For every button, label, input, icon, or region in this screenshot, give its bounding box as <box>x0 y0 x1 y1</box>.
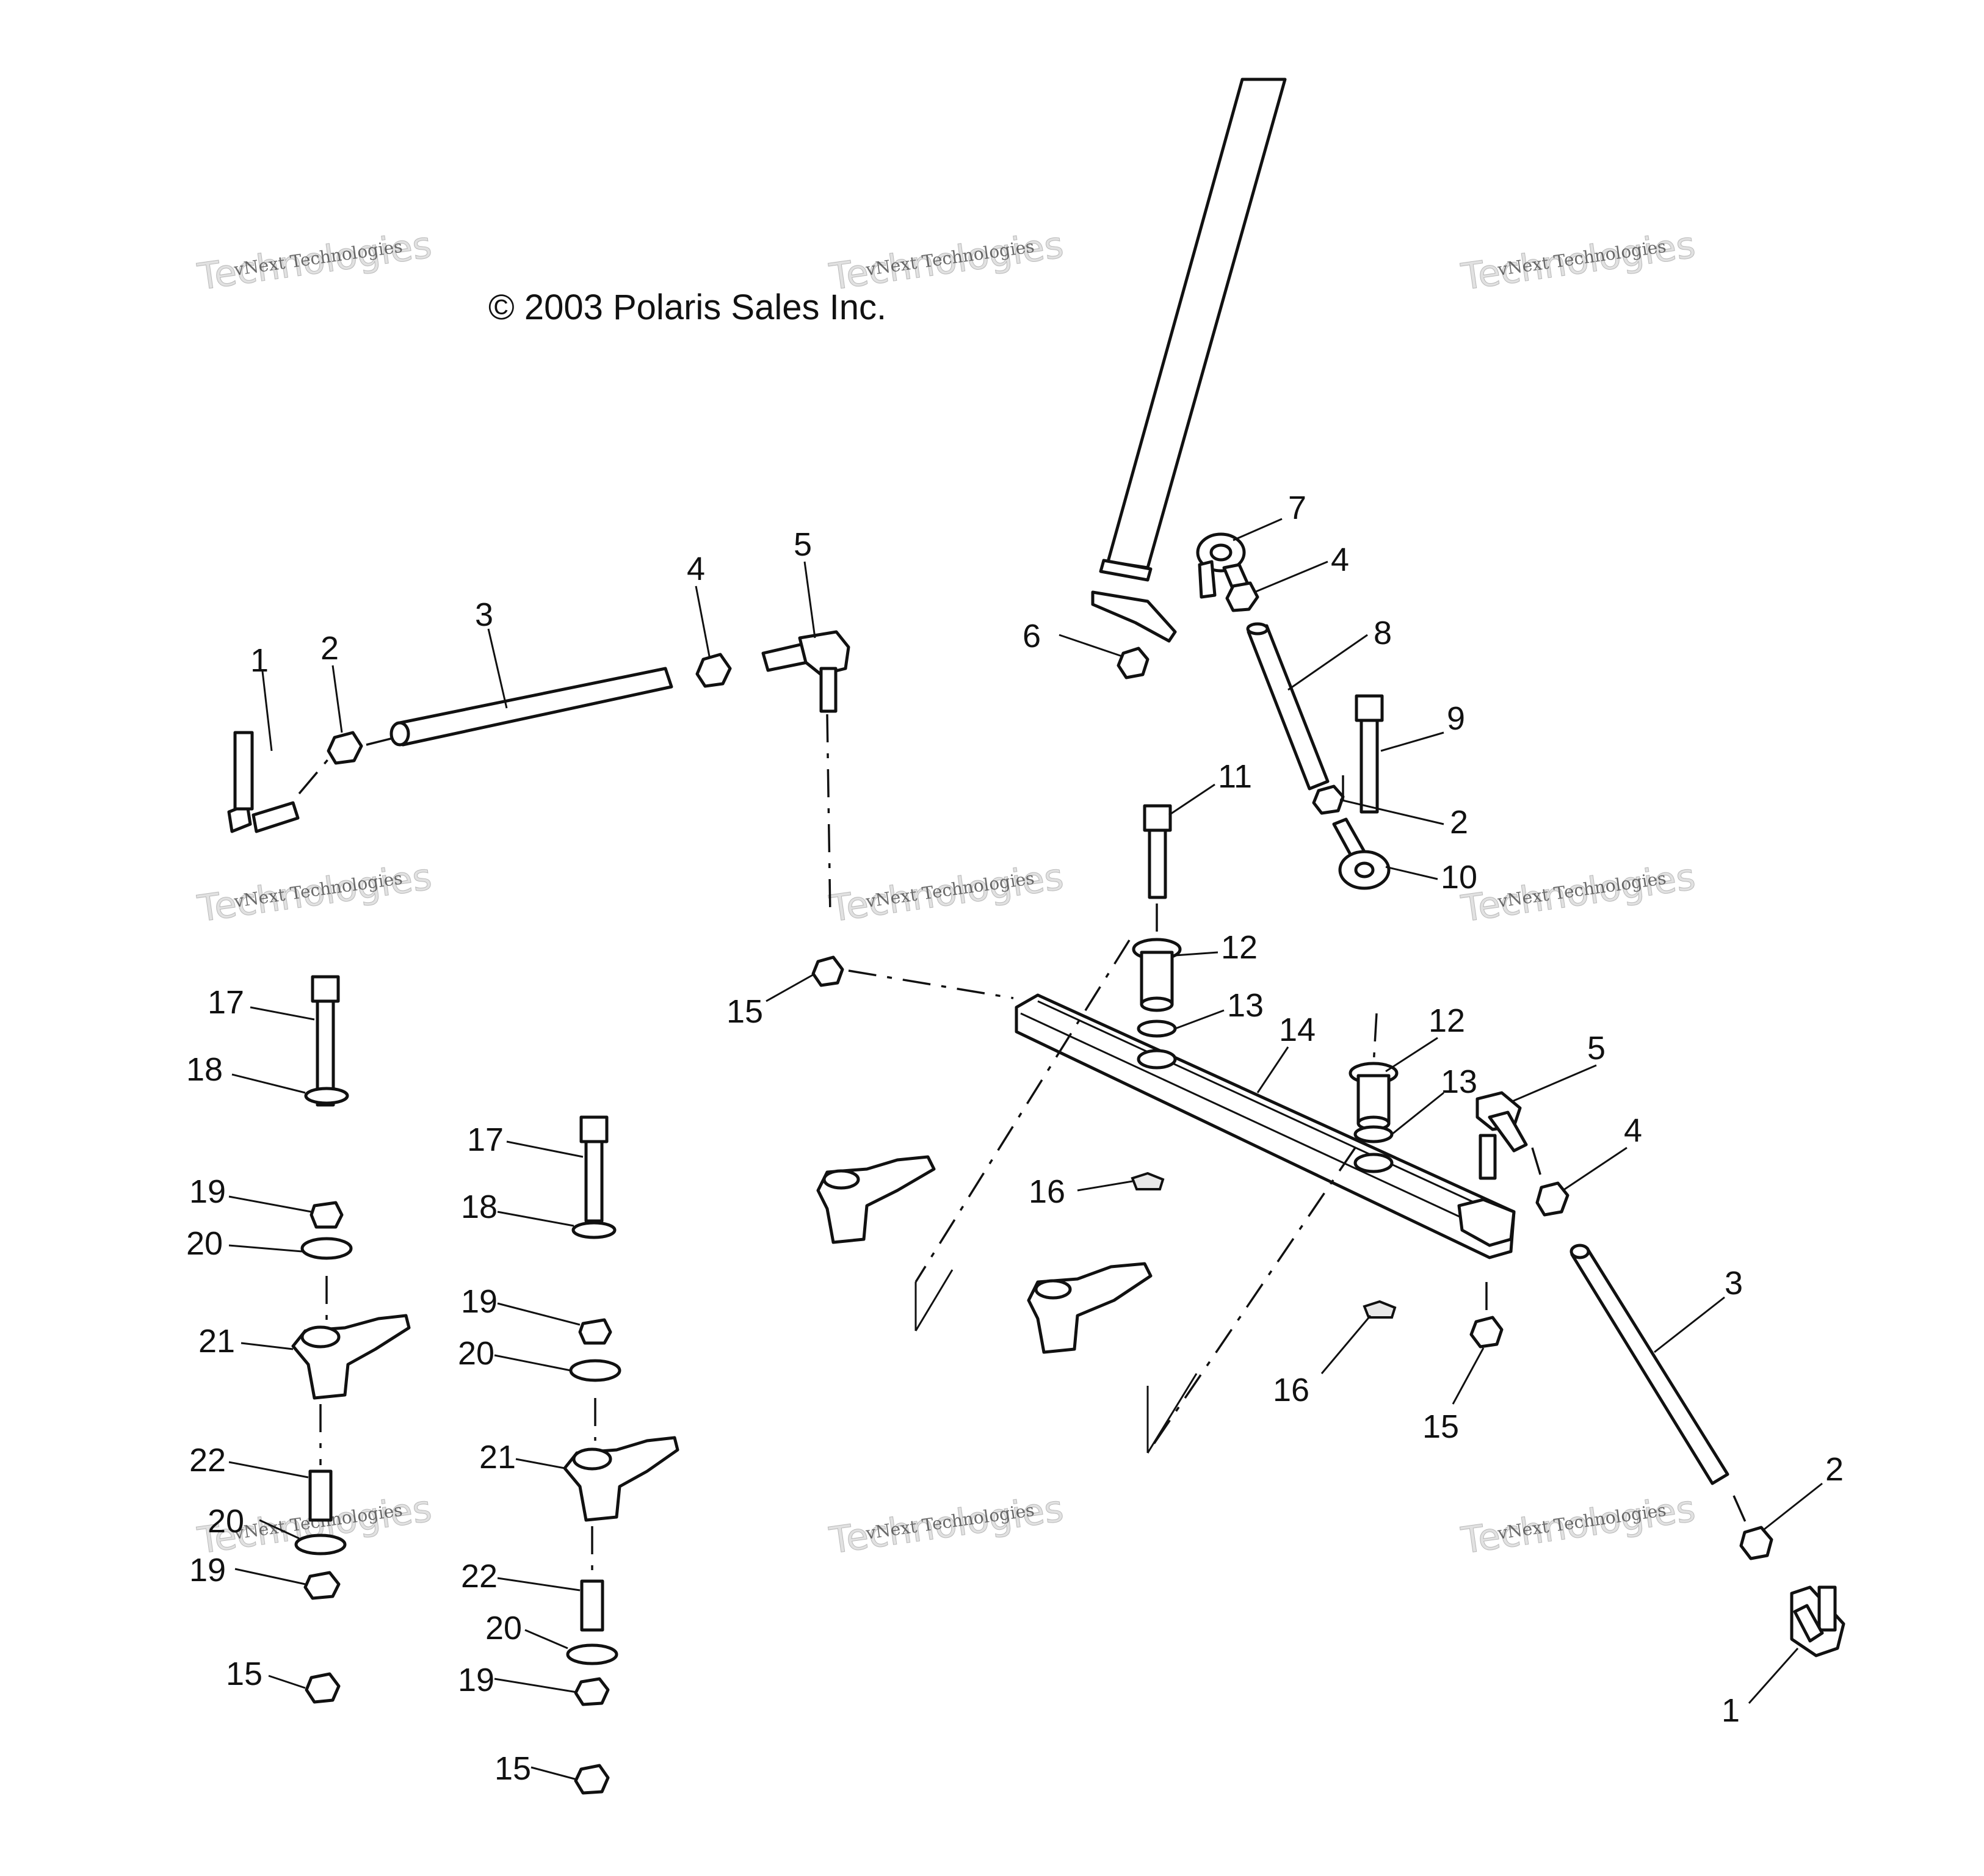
leader-lines <box>228 518 1823 1781</box>
callout-17: 17 <box>467 1121 504 1158</box>
callout-21: 21 <box>198 1323 235 1360</box>
callout-5: 5 <box>794 526 812 563</box>
alignment-lines <box>298 714 1747 1575</box>
callout-9: 9 <box>1447 700 1465 737</box>
callout-15: 15 <box>494 1750 531 1787</box>
callout-6: 6 <box>1023 618 1041 654</box>
callout-12: 12 <box>1428 1002 1465 1039</box>
callout-21: 21 <box>479 1439 516 1476</box>
left-stack-a <box>291 975 411 1704</box>
callout-10: 10 <box>1441 859 1477 896</box>
callout-20: 20 <box>208 1503 244 1540</box>
callout-15: 15 <box>1422 1408 1459 1445</box>
copyright-notice: © 2003 Polaris Sales Inc. <box>488 288 887 327</box>
callout-3: 3 <box>475 596 493 633</box>
callout-8: 8 <box>1374 615 1392 651</box>
callout-4: 4 <box>687 551 705 587</box>
callout-17: 17 <box>208 984 244 1021</box>
tie-rod-left-assembly <box>227 630 850 833</box>
callout-13: 13 <box>1441 1063 1477 1100</box>
callout-20: 20 <box>186 1225 223 1262</box>
steering-arm-center-b <box>1027 1262 1153 1354</box>
callout-2: 2 <box>1825 1451 1844 1488</box>
tie-rod-right-assembly <box>1475 1091 1845 1657</box>
callout-2: 2 <box>1450 804 1468 841</box>
callout-15: 15 <box>226 1656 262 1692</box>
callout-12: 12 <box>1221 929 1258 966</box>
left-stack-b <box>563 1115 679 1795</box>
callout-15: 15 <box>726 993 763 1030</box>
callout-18: 18 <box>461 1189 498 1225</box>
callout-3: 3 <box>1725 1265 1743 1302</box>
callout-22: 22 <box>189 1442 226 1479</box>
steering-column <box>1091 78 1287 643</box>
callout-19: 19 <box>458 1662 494 1698</box>
callout-1: 1 <box>1722 1692 1740 1729</box>
callout-2: 2 <box>320 630 339 667</box>
callout-labels: 1 2 3 4 5 6 7 4 8 9 2 10 11 12 13 14 12 … <box>186 490 1844 1787</box>
callout-4: 4 <box>1331 541 1349 578</box>
callout-19: 19 <box>189 1552 226 1588</box>
pitman-linkage <box>1117 532 1391 890</box>
callout-19: 19 <box>461 1283 498 1320</box>
callout-19: 19 <box>189 1173 226 1210</box>
callout-18: 18 <box>186 1051 223 1088</box>
callout-16: 16 <box>1273 1372 1309 1408</box>
callout-16: 16 <box>1029 1173 1065 1210</box>
callout-11: 11 <box>1218 758 1252 795</box>
cross-member <box>1015 993 1516 1259</box>
callout-13: 13 <box>1227 987 1264 1024</box>
callout-20: 20 <box>485 1610 522 1646</box>
callout-7: 7 <box>1288 490 1306 526</box>
callout-1: 1 <box>250 642 269 679</box>
callout-5: 5 <box>1587 1030 1606 1067</box>
callout-14: 14 <box>1279 1012 1316 1048</box>
callout-20: 20 <box>458 1335 494 1372</box>
callout-22: 22 <box>461 1558 498 1595</box>
callout-4: 4 <box>1624 1112 1642 1149</box>
steering-arm-center-a <box>816 1155 936 1244</box>
